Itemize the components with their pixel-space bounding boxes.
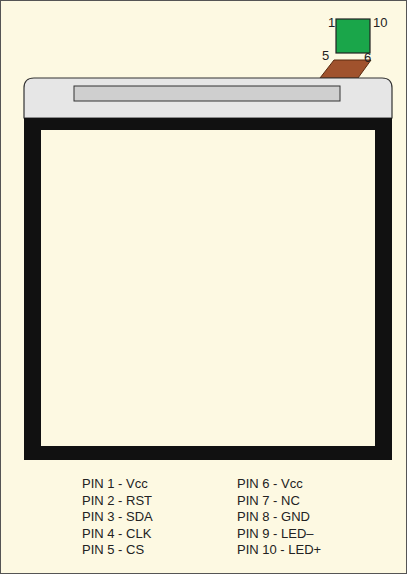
pin-assignment: PIN 2 - RST [82, 494, 152, 507]
top-bezel [24, 78, 392, 118]
pin-number: 10 [373, 16, 387, 29]
pin-assignment: PIN 4 - CLK [82, 527, 151, 540]
slot [74, 86, 340, 101]
pin-assignment: PIN 9 - LED– [237, 527, 314, 540]
pin-number: 1 [328, 16, 335, 29]
pin-number: 6 [364, 51, 371, 64]
pin-assignment: PIN 3 - SDA [82, 510, 153, 523]
pin-assignment: PIN 7 - NC [237, 494, 300, 507]
display-frame [24, 118, 392, 460]
pin-assignment: PIN 1 - Vcc [82, 477, 148, 490]
pin-number: 5 [322, 49, 329, 62]
flex-cable [320, 60, 371, 78]
pin-assignment: PIN 8 - GND [237, 510, 310, 523]
pin-assignment: PIN 6 - Vcc [237, 477, 303, 490]
pin-assignment: PIN 5 - CS [82, 543, 144, 556]
display-screen [41, 130, 375, 446]
pin-assignment: PIN 10 - LED+ [237, 543, 321, 556]
connector [336, 19, 370, 53]
